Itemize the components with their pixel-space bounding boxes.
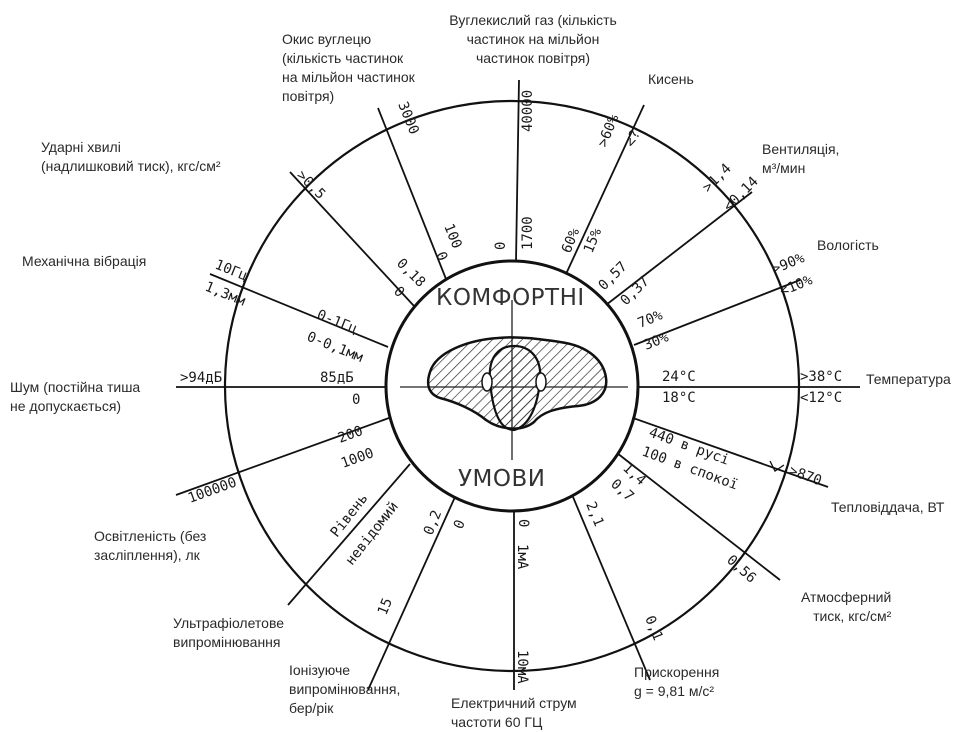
label-ventilation: Вентиляція, м³/мин [762, 141, 840, 176]
label-heat: Тепловіддача, ВТ [831, 499, 945, 515]
pressure-outer-0: 0,56 [723, 552, 759, 586]
humidity-inner-0: 70% [636, 307, 666, 332]
humidity-outer-1: <10% [778, 272, 816, 300]
center-top-word: КОМФОРТНІ [436, 285, 585, 311]
spoke-ventilation [605, 191, 753, 306]
label-co2: Вуглекислий газ (кількість частинок на м… [449, 12, 617, 66]
label-light: Освітленість (без засліплення), лк [94, 528, 207, 563]
vibration-outer-1: 1,3мм [203, 279, 249, 310]
ventilation-outer-0: >1,4 [700, 161, 735, 196]
ventilation-inner-1: 0,37 [618, 274, 653, 309]
temperature-inner-1: 18°C [662, 390, 696, 406]
spoke-heat [632, 417, 829, 488]
spoke-co [377, 107, 447, 280]
spoke-o2 [565, 104, 645, 275]
spoke-shock [289, 171, 415, 307]
label-o2: Кисень [648, 71, 694, 87]
o2-inner-1: 15% [581, 226, 606, 256]
label-ionizing: Іонізуюче випромінювання, бер/рік [289, 662, 401, 716]
humidity-outer-0: >90% [770, 250, 808, 278]
ionizing-outer-0: 15 [375, 596, 396, 618]
label-current: Електричний струм частоти 60 ГЦ [451, 695, 577, 730]
spoke-co2 [515, 79, 520, 262]
o2-inner-0: 60% [559, 226, 584, 256]
vibration-outer-0: 10Гц [213, 257, 250, 284]
co2-inner-0: 1700 [520, 216, 536, 250]
light-inner-1: 1000 [339, 445, 376, 472]
acceleration-inner-0: 2,1 [582, 500, 606, 529]
co2-outer-0: 40000 [520, 90, 536, 132]
spoke-vibration [209, 273, 389, 348]
heat-outer-0: >870 [787, 463, 824, 490]
co-inner-0: 100 [440, 222, 464, 251]
spoke-acceleration [572, 496, 651, 681]
light-outer-0: 100000 [186, 474, 239, 506]
shock-inner-1: 0 [390, 284, 407, 301]
label-acceleration: Прискорення g = 9,81 м/с² [634, 664, 720, 699]
current-inner-0: 1мА [514, 544, 530, 570]
label-pressure: Атмосферний тиск, кгс/см² [801, 589, 892, 624]
label-humidity: Вологість [817, 237, 879, 253]
label-co: Окис вуглецю (кількість частинок на міль… [282, 31, 415, 104]
comfort-zone-figure [426, 336, 608, 432]
temperature-outer-1: <12°C [800, 390, 842, 406]
current-outer-0: 10мА [514, 650, 530, 684]
temperature-outer-0: >38°C [800, 369, 842, 385]
light-inner-0: 200 [336, 423, 365, 447]
temperature-inner-0: 24°C [662, 369, 696, 385]
spoke-uv [287, 463, 411, 606]
spoke-ionizing [367, 496, 456, 691]
label-noise: Шум (постійна тиша не допускається) [10, 379, 141, 414]
ionizing-inner-1: 0 [451, 518, 469, 532]
inner-ring [384, 259, 640, 513]
heat-bracket [769, 460, 785, 472]
label-uv: Ультрафіолетове випромінювання [173, 615, 285, 650]
label-temperature: Температура [866, 371, 951, 387]
label-vibration: Механічна вібрація [22, 253, 147, 269]
noise-outer-0: >94дБ [180, 370, 222, 386]
current-inner-1: 0 [515, 519, 531, 527]
spoke-pressure [616, 452, 781, 581]
spokes [175, 79, 860, 691]
label-shock: Ударні хвилі (надлишковий тиск), кгс/см² [41, 139, 221, 174]
outer-ring [223, 99, 801, 673]
o2-outer-1: <? [623, 128, 644, 150]
noise-inner-0: 85дБ [320, 370, 354, 386]
o2-outer-0: >60% [595, 112, 623, 150]
co2-inner-1: 0 [493, 242, 509, 250]
spoke-light [175, 417, 390, 496]
ionizing-inner-0: 0,2 [421, 508, 445, 537]
spoke-humidity [633, 279, 801, 346]
center-bottom-word: УМОВИ [458, 466, 546, 492]
noise-inner-1: 0 [352, 392, 360, 408]
